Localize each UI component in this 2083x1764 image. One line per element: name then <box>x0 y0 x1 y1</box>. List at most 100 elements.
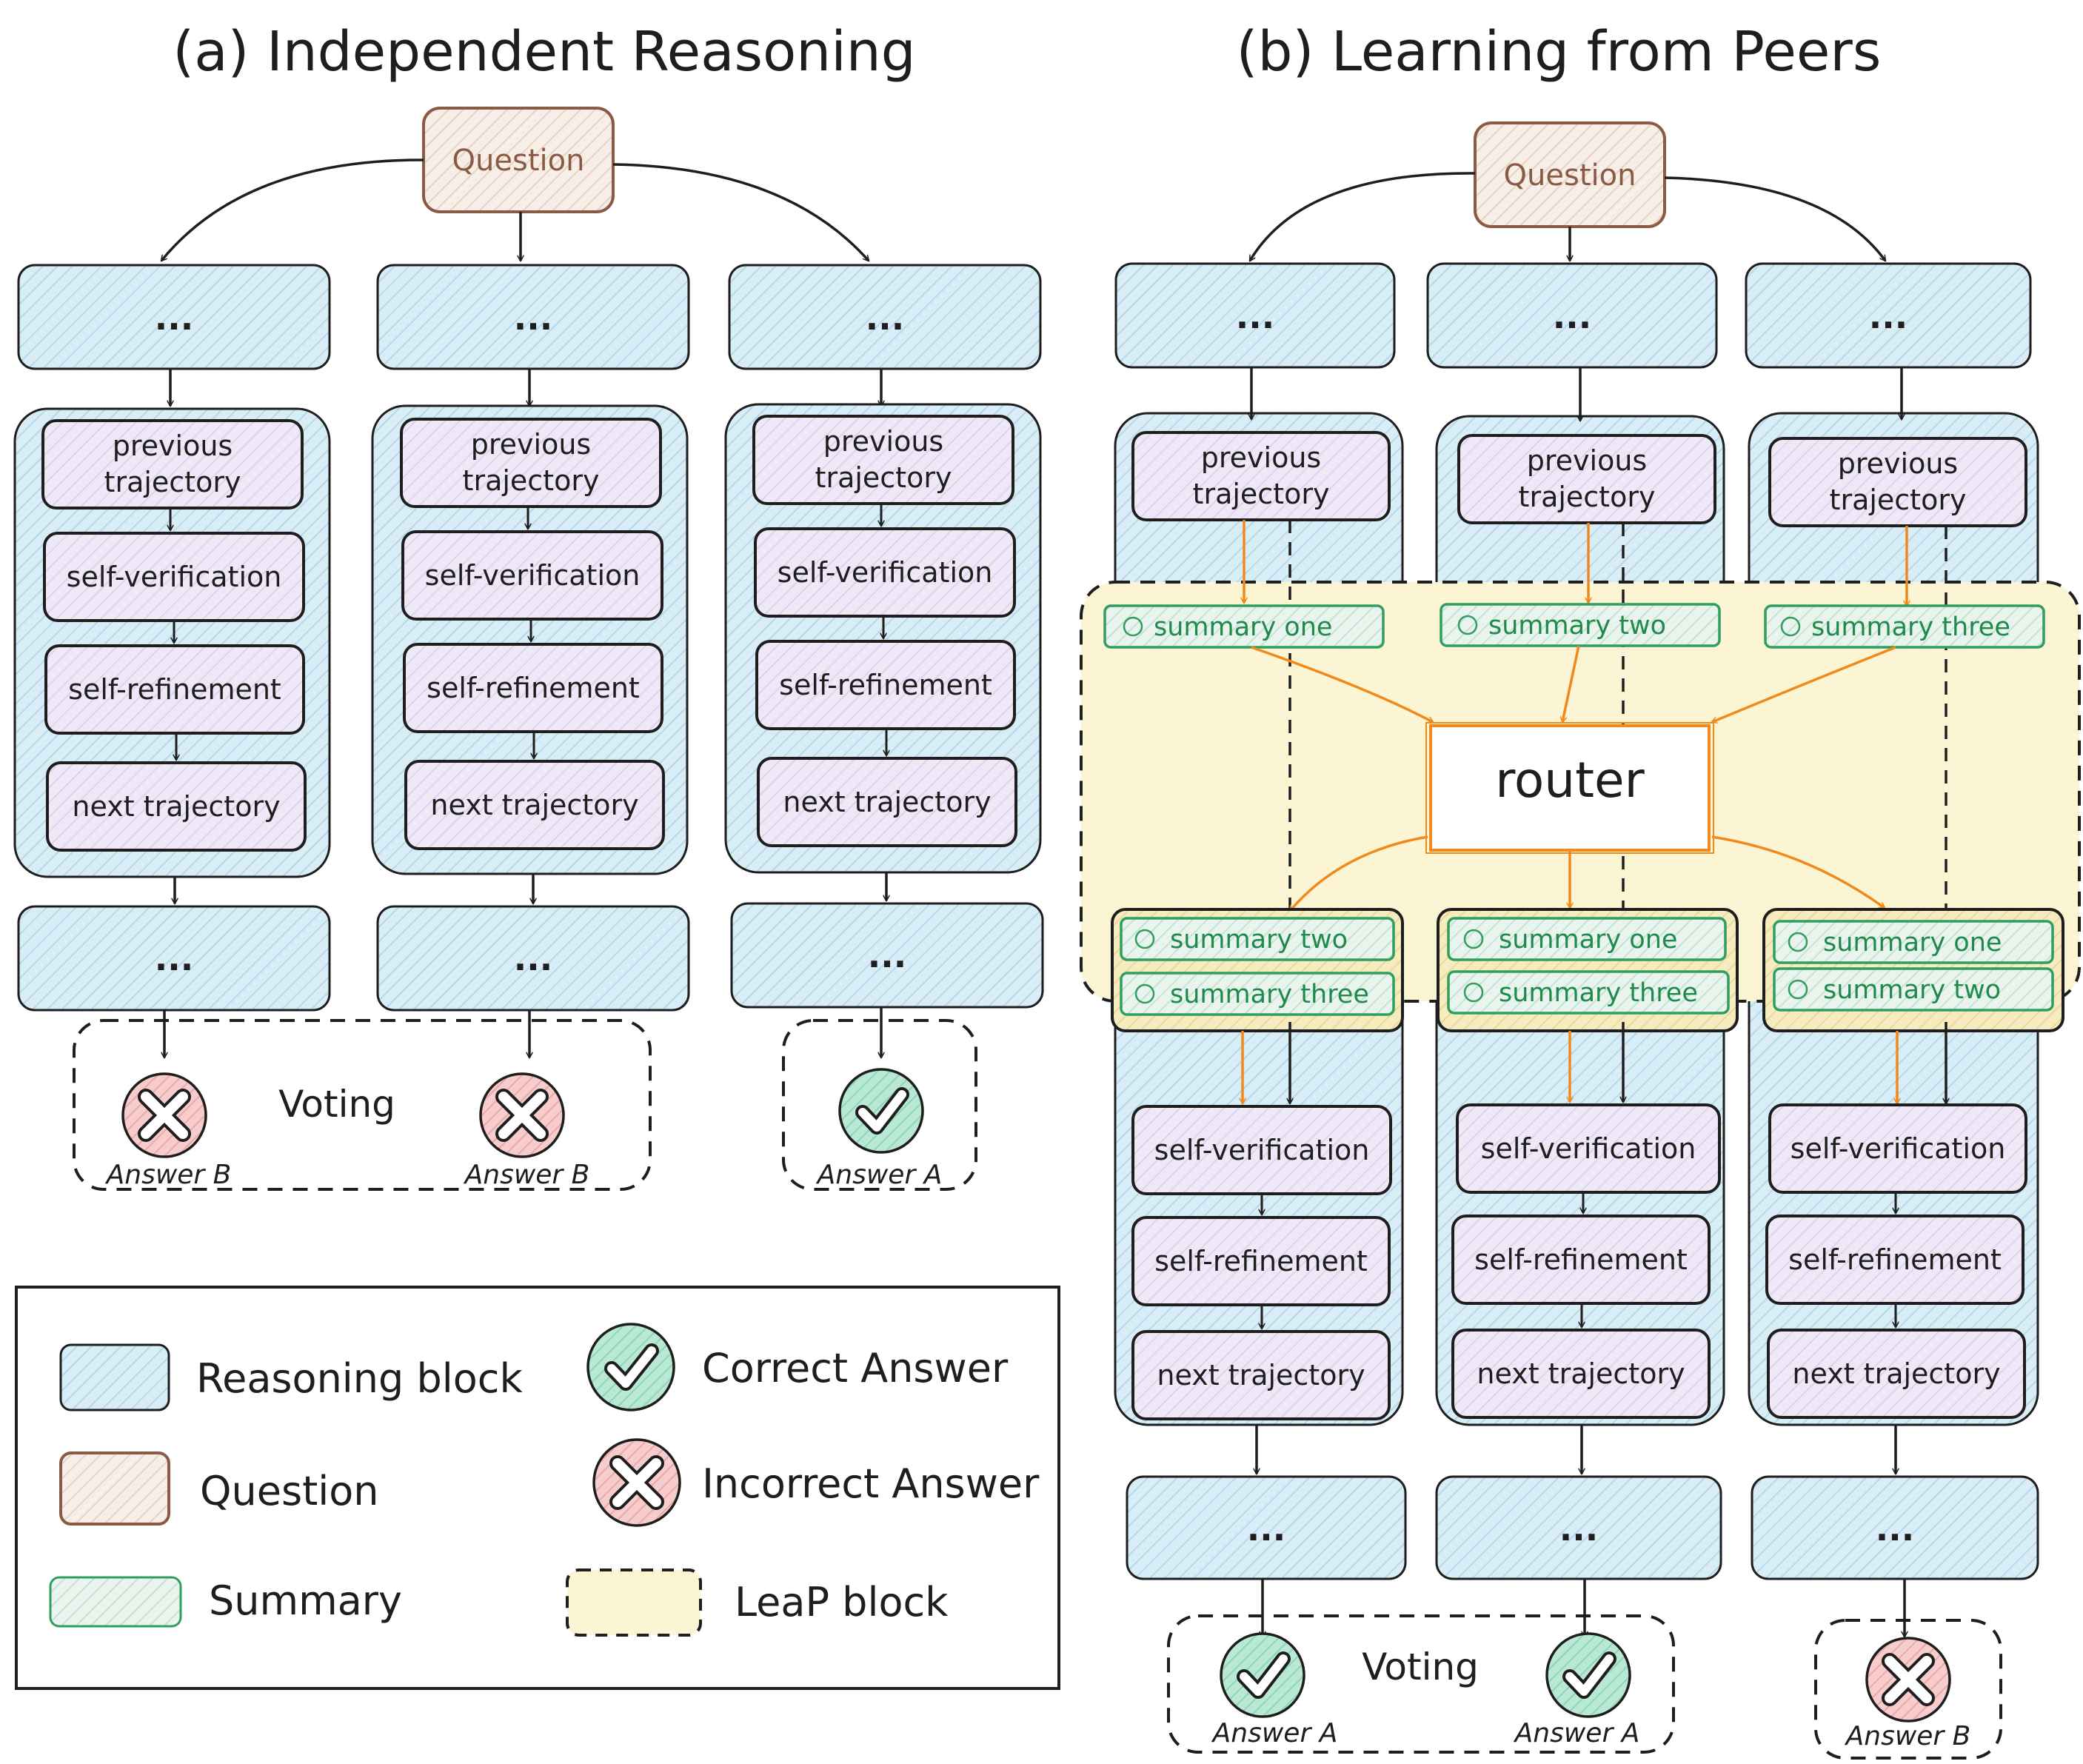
summary-label: summary three <box>1811 612 2010 642</box>
previous-trajectory-box <box>752 415 1014 505</box>
summary-label: summary two <box>1170 925 1348 955</box>
column-a1: ... previous trajectory self-verificatio… <box>13 264 331 1058</box>
panel-a: Question ... previous trajectory self-ve… <box>13 107 1044 1191</box>
summary-in-group-b3: summary one summary two <box>1762 908 2064 1032</box>
reasoning-block-bottom-b2 <box>1435 1475 1722 1580</box>
info-icon <box>1457 615 1478 635</box>
self-verification-label: self-verification <box>67 561 282 593</box>
self-verification-label: self-verification <box>778 556 993 589</box>
arrow-orange <box>1290 835 1428 911</box>
arrow-orange <box>1251 646 1433 724</box>
previous-label: previous <box>1527 444 1647 477</box>
answer-a2: Answer B <box>464 1072 590 1190</box>
arrow-question-b-col1 <box>1248 172 1476 261</box>
summary-out-b1: summary one <box>1103 604 1385 649</box>
dots-label: ... <box>1869 296 1908 336</box>
legend-question-label: Question <box>200 1468 379 1514</box>
dots-label: ... <box>868 935 906 975</box>
summary-label: summary one <box>1154 612 1332 642</box>
question-label-a: Question <box>452 144 585 178</box>
reasoning-block-bottom-b1 <box>1126 1475 1407 1580</box>
trajectory-label: trajectory <box>463 464 600 497</box>
answer-b3: Answer B <box>1845 1637 1970 1751</box>
legend-reasoning-swatch <box>59 1343 170 1411</box>
previous-label: previous <box>1201 441 1321 474</box>
self-verification-box <box>401 530 663 621</box>
dots-label: ... <box>155 938 193 978</box>
previous-trajectory-box <box>400 418 662 508</box>
self-verification-box <box>1456 1103 1721 1194</box>
summary-label: summary three <box>1499 978 1698 1008</box>
voting-group-b <box>1167 1614 1675 1754</box>
self-refinement-label: self-refinement <box>68 673 281 706</box>
legend: Reasoning block Question Summary Correct… <box>15 1286 1060 1690</box>
arrow-orange <box>1562 645 1580 722</box>
router-box <box>1429 724 1711 852</box>
router-label: router <box>1495 752 1645 809</box>
answer-label: Answer B <box>464 1160 590 1190</box>
summary-in-group-b2: summary one summary three <box>1437 908 1739 1032</box>
legend-leap-label: LeaP block <box>735 1579 949 1626</box>
next-trajectory-box <box>1451 1329 1711 1419</box>
legend-question-swatch <box>59 1451 170 1526</box>
self-verification-label: self-verification <box>1791 1132 2006 1165</box>
dots-label: ... <box>1247 1509 1285 1548</box>
answer-label: Answer B <box>105 1160 232 1190</box>
question-label-b: Question <box>1504 158 1636 193</box>
trajectory-label: trajectory <box>1519 481 1656 513</box>
self-verification-label: self-verification <box>1154 1134 1370 1166</box>
summary-out-b2: summary two <box>1440 603 1721 647</box>
self-verification-box <box>1768 1103 2027 1194</box>
previous-label: previous <box>1838 447 1958 480</box>
info-icon <box>1134 929 1155 949</box>
answer-label: Answer A <box>1514 1718 1640 1748</box>
dots-label: ... <box>155 298 193 338</box>
next-trajectory-box <box>1767 1329 2026 1419</box>
title-independent-reasoning: (a) Independent Reasoning <box>173 20 915 84</box>
trajectory-label: trajectory <box>104 466 241 498</box>
answer-a1: Answer B <box>105 1072 232 1190</box>
previous-label: previous <box>823 425 943 458</box>
answer-group-b3 <box>1814 1619 2002 1760</box>
summary-label: summary two <box>1823 975 2001 1005</box>
column-a2: ... previous trajectory self-verificatio… <box>371 264 690 1058</box>
summary-label: summary one <box>1823 928 2002 958</box>
next-trajectory-label: next trajectory <box>430 789 638 821</box>
next-trajectory-label: next trajectory <box>1792 1357 2000 1390</box>
dots-label: ... <box>1559 1509 1598 1548</box>
arrow-orange <box>1712 646 1896 722</box>
previous-trajectory-box-b1 <box>1131 431 1391 521</box>
self-verification-label: self-verification <box>1481 1132 1696 1165</box>
next-trajectory-box <box>404 760 665 850</box>
summary-label: summary one <box>1499 925 1677 955</box>
next-trajectory-label: next trajectory <box>1477 1357 1685 1390</box>
reasoning-block-top <box>728 264 1042 370</box>
previous-label: previous <box>113 430 233 462</box>
previous-trajectory-box-b2 <box>1457 434 1716 524</box>
reasoning-block-bottom <box>730 902 1044 1009</box>
next-trajectory-label: next trajectory <box>1157 1359 1365 1392</box>
trajectory-label: trajectory <box>815 461 952 494</box>
reasoning-block-top-b1 <box>1114 262 1396 369</box>
next-trajectory-label: next trajectory <box>72 790 280 823</box>
self-refinement-label: self-refinement <box>1788 1243 2002 1276</box>
reasoning-block-bottom <box>17 905 331 1012</box>
next-trajectory-box <box>1131 1330 1391 1420</box>
voting-label-a: Voting <box>278 1083 395 1126</box>
info-icon <box>1780 616 1801 637</box>
answer-label: Answer A <box>1211 1718 1338 1748</box>
legend-incorrect-icon <box>592 1438 681 1527</box>
reasoning-block-bottom <box>376 905 690 1012</box>
answer-group-a3 <box>782 1019 977 1191</box>
legend-summary-swatch <box>49 1576 182 1628</box>
summary-in-group-b1: summary two summary three <box>1111 908 1404 1032</box>
legend-correct-label: Correct Answer <box>702 1345 1009 1392</box>
dots-label: ... <box>1553 296 1591 336</box>
dots-label: ... <box>514 938 552 978</box>
arrow-question-a-col3 <box>612 163 869 261</box>
next-trajectory-box <box>46 761 307 852</box>
self-verification-box <box>754 527 1016 618</box>
self-refinement-label: self-refinement <box>427 672 640 704</box>
answer-b1: Answer A <box>1211 1632 1338 1748</box>
info-icon <box>1134 983 1155 1004</box>
